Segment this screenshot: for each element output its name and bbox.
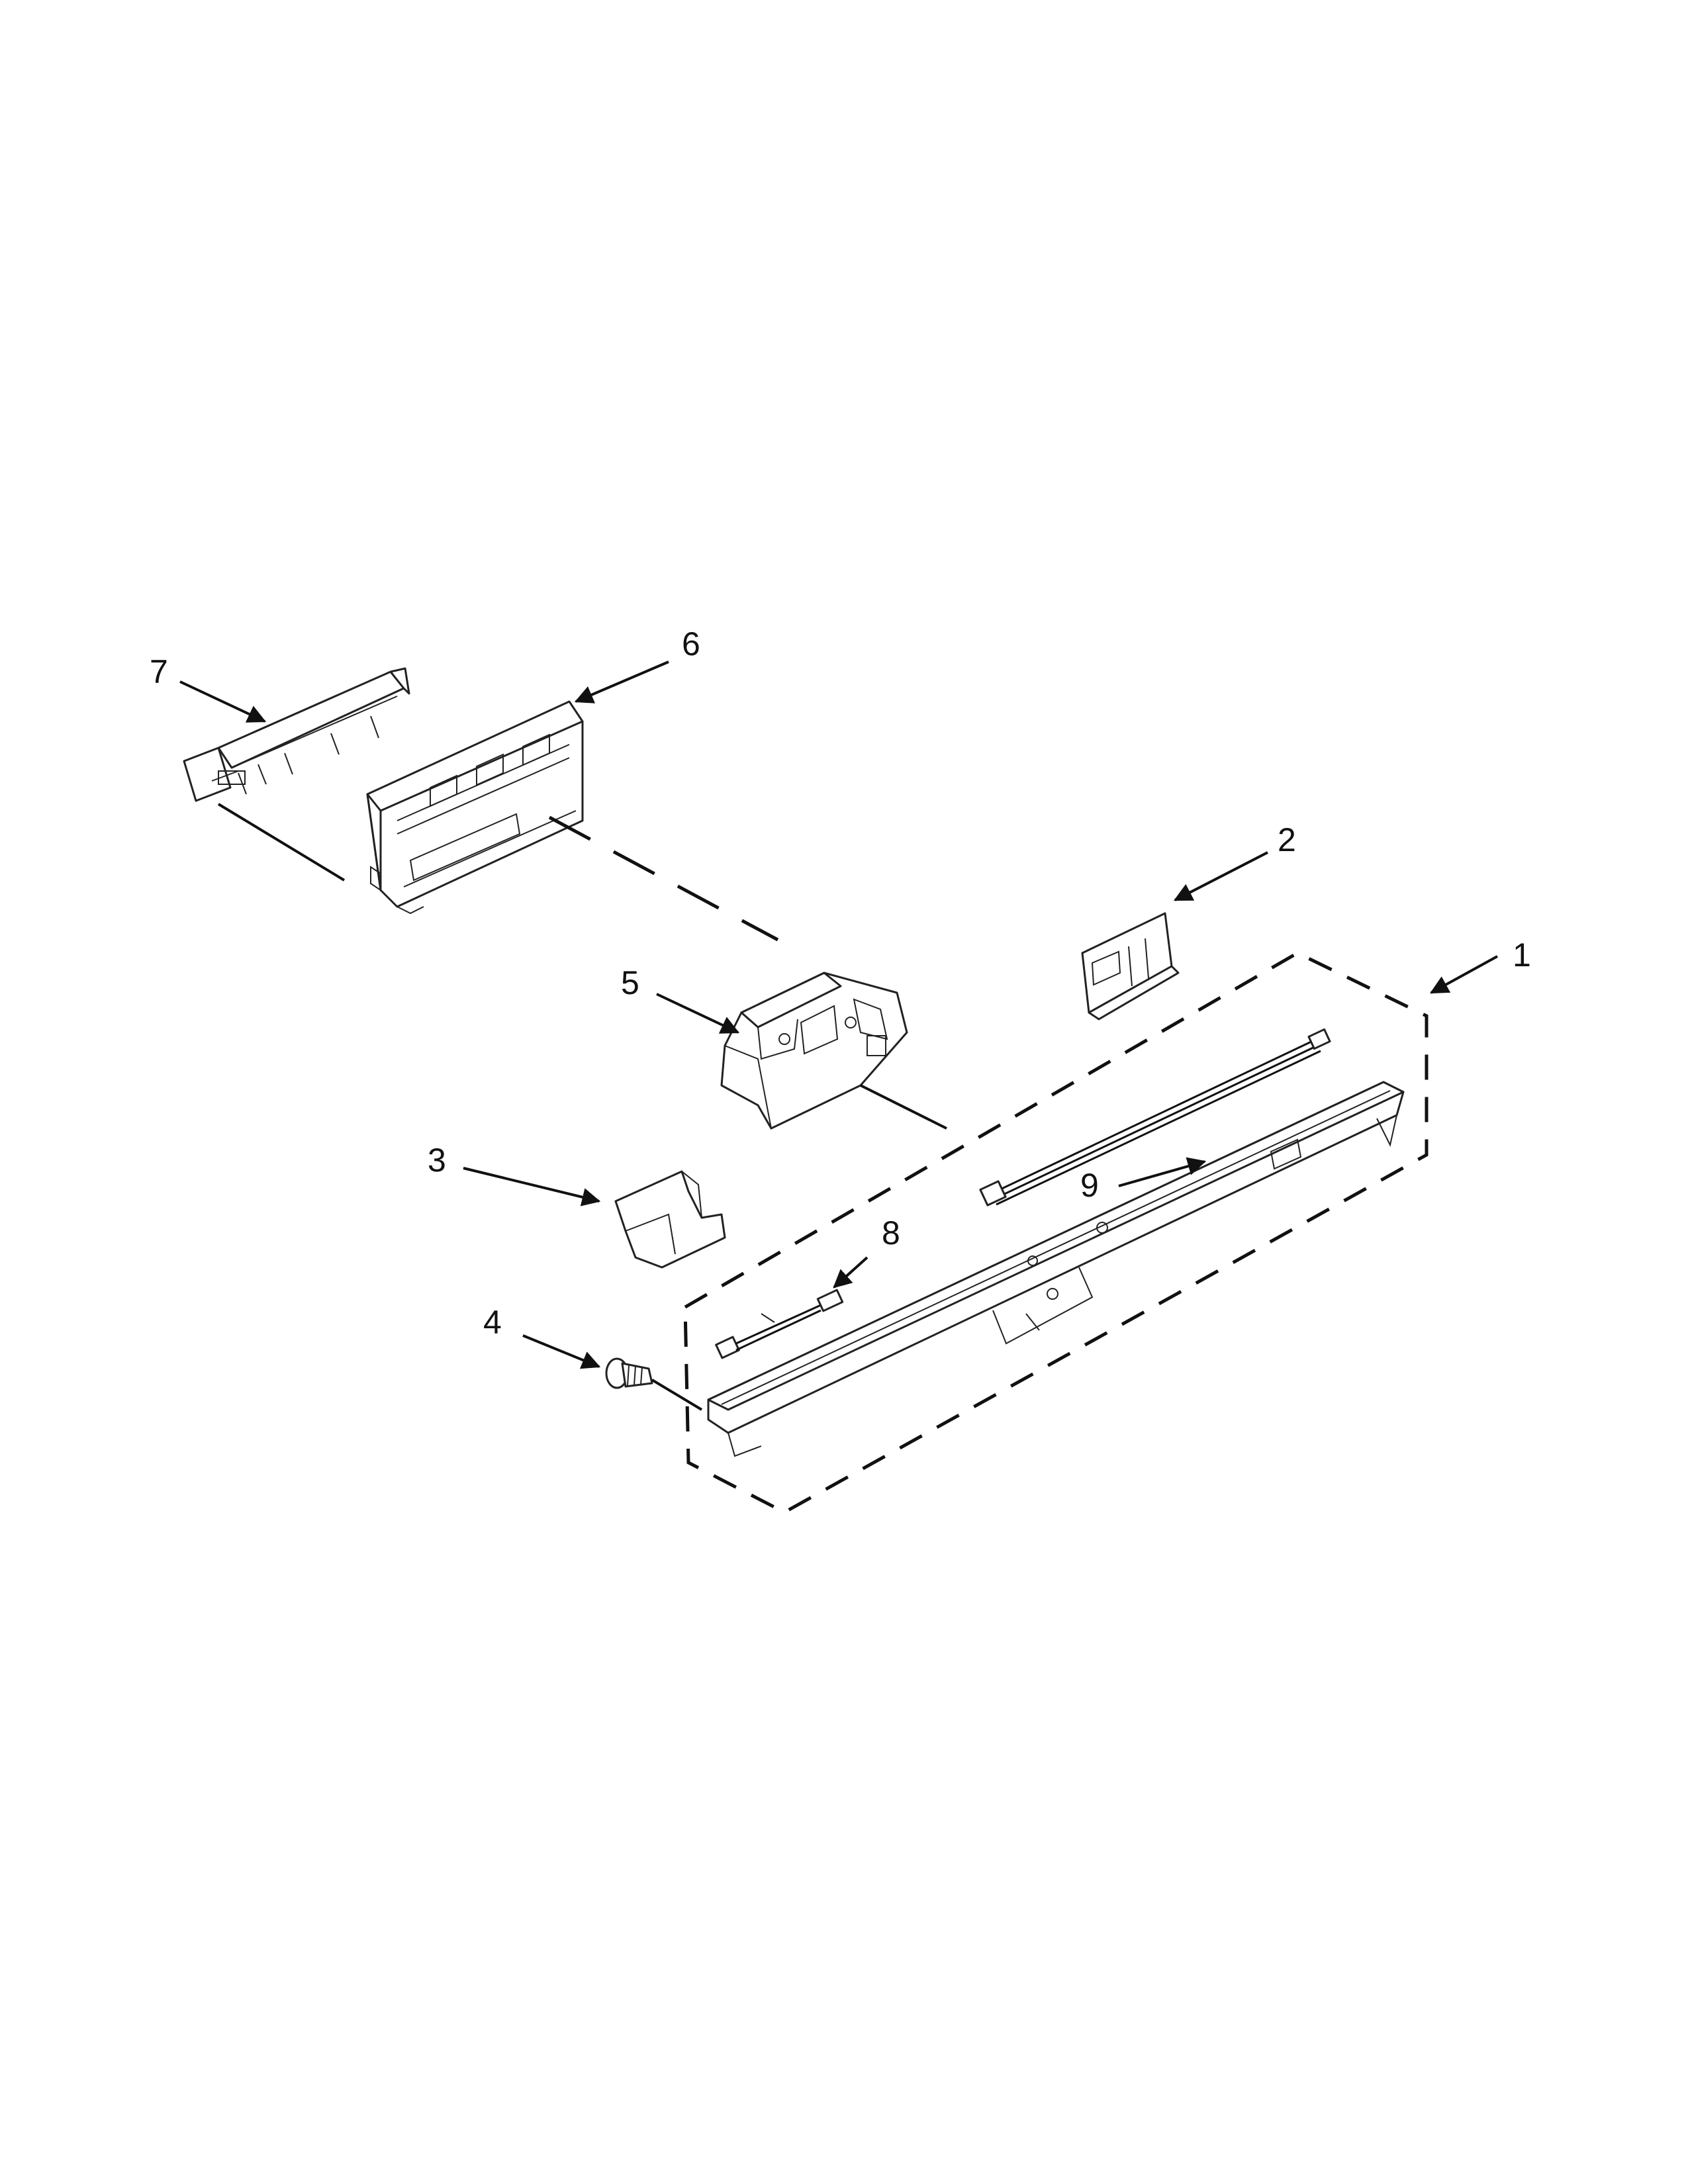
assembly-1-dashed-outline [683, 951, 1429, 1514]
part-4-screw [605, 1357, 653, 1389]
callout-label-2: 2 [1278, 821, 1296, 858]
part-5-mounting-block [720, 972, 908, 1130]
callout-arrow-8 [833, 1256, 868, 1289]
callout-arrow-3 [463, 1167, 601, 1206]
part-8-wire-harness [715, 1289, 844, 1359]
callout-arrow-5 [656, 993, 740, 1034]
alignment-line-6-5 [548, 815, 779, 942]
callout-label-4: 4 [483, 1304, 502, 1341]
callout-label-7: 7 [150, 653, 168, 690]
part-3-small-bracket [614, 1170, 726, 1269]
alignment-line-7-6 [217, 803, 346, 882]
callout-arrow-6 [574, 660, 669, 704]
callout-label-6: 6 [682, 625, 700, 662]
part-7-bracket-rail [183, 667, 410, 802]
callout-arrow-2 [1173, 851, 1268, 901]
alignment-line-5-1 [860, 1084, 947, 1130]
part-2-clip-plate [1081, 912, 1180, 1021]
part-9-ribbon-cable [979, 1028, 1331, 1206]
callout-arrow-4 [522, 1334, 601, 1369]
callout-label-8: 8 [882, 1214, 900, 1251]
part-1-base-rail [707, 1081, 1405, 1457]
part-6-control-housing [366, 700, 584, 915]
callout-arrow-7 [179, 680, 267, 723]
callout-arrow-9 [1118, 1157, 1207, 1187]
callout-label-3: 3 [428, 1142, 446, 1179]
callout-arrow-1 [1429, 955, 1498, 994]
callout-label-5: 5 [621, 964, 639, 1001]
callout-label-9: 9 [1080, 1167, 1099, 1204]
callout-label-1: 1 [1513, 936, 1531, 974]
alignment-line-4-1 [651, 1379, 703, 1411]
